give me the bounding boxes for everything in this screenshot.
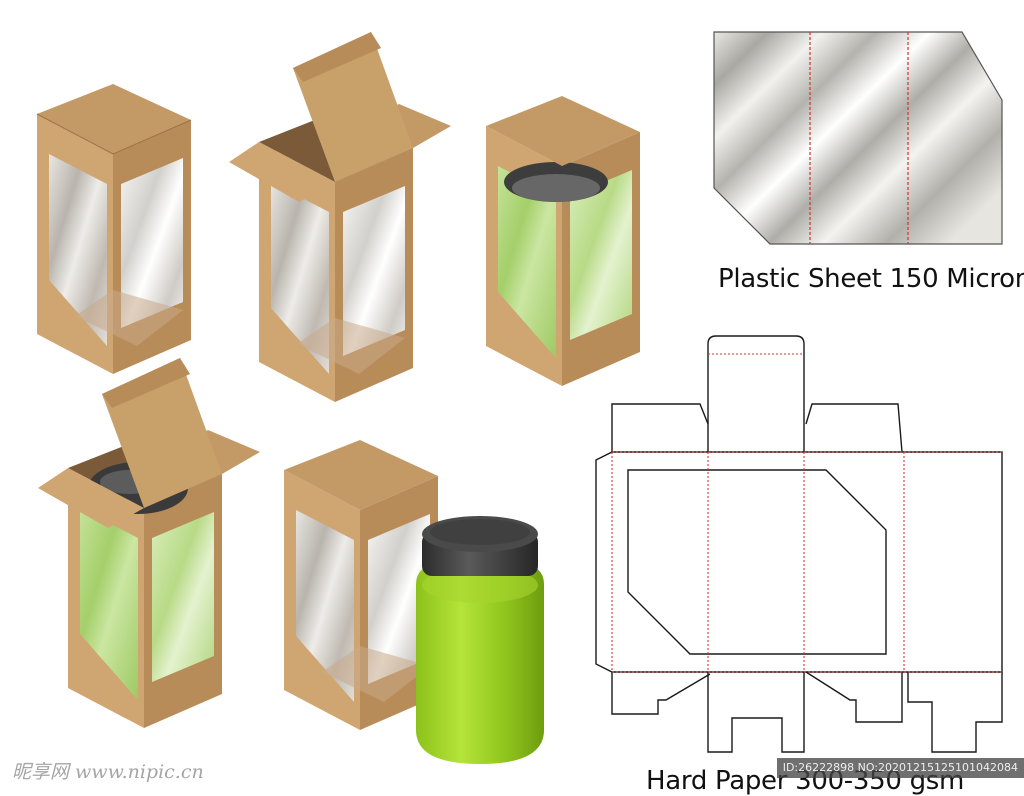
plastic-sheet-label: Plastic Sheet 150 Micron — [718, 264, 1024, 294]
box-closed-behind-jar — [284, 440, 438, 730]
box-closed-empty — [36, 84, 192, 374]
image-id-watermark: ID:26222898 NO:20201215125101042084 — [776, 758, 1024, 778]
box-open-with-jar — [38, 358, 260, 728]
green-jar — [416, 516, 544, 764]
box-closed-with-jar — [486, 96, 640, 386]
box-dieline — [595, 335, 1003, 753]
dieline-fold-lines — [611, 353, 1002, 673]
plastic-sheet — [713, 31, 1003, 245]
box-open-empty — [229, 32, 451, 402]
site-watermark: 昵享网 www.nipic.cn — [12, 761, 204, 783]
